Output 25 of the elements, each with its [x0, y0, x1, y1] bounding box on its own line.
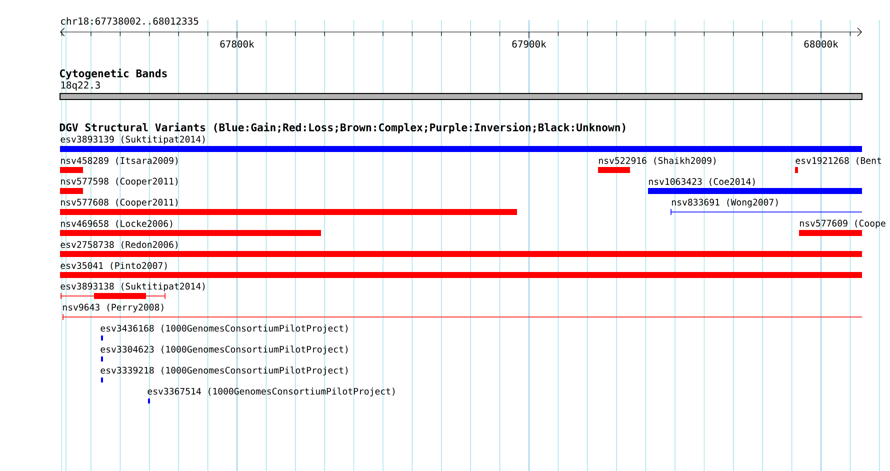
variant-label: nsv522916 (Shaikh2009) [599, 157, 716, 166]
variant-label: nsv9643 (Perry2008) [63, 304, 164, 312]
track-title: Cytogenetic Bands [60, 68, 167, 80]
variant-label: esv35041 (Pinto2007) [60, 262, 167, 270]
variant-label: nsv469658 (Locke2006) [61, 220, 172, 228]
variant-label: esv3304623 (1000GenomesConsortiumPilotProject) [100, 346, 348, 354]
track-label: 18q22.3 [61, 81, 100, 91]
variant-label: esv3436168 (1000GenomesConsortiumPilotProject) [100, 324, 348, 334]
variant-label: nsv577609 (Coope [800, 220, 886, 228]
tick-label: 68000k [804, 40, 838, 48]
variant-label: esv3339218 (1000GenomesConsortiumPilotProject) [100, 366, 348, 376]
variant-label: nsv458289 (Itsara2009) [61, 156, 178, 166]
track-label: chr18:67738002..68012335 [61, 17, 198, 25]
variant-label: esv3893139 (Suktitipat2014) [60, 136, 205, 144]
variant-label: nsv1063423 (Coe2014) [649, 178, 755, 186]
variant-label: esv2758738 (Redon2006) [60, 241, 178, 250]
variant-label: nsv833691 (Wong2007) [672, 198, 778, 208]
tick-label: 67800k [220, 40, 254, 48]
tick-label: 67900k [512, 40, 546, 48]
track-title: DGV Structural Variants (Blue:Gain;Red:Loss;Brown:Complex;Purple:Inversion;Black:Unknown) [60, 122, 626, 134]
variant-label: esv3367514 (1000GenomesConsortiumPilotProject) [148, 388, 395, 396]
variant-label: nsv577608 (Cooper2011) [61, 198, 178, 208]
variant-label: esv1921268 (Bent [796, 156, 882, 166]
variant-label: esv3893138 (Suktitipat2014) [60, 282, 205, 292]
variant-label: nsv577598 (Cooper2011) [61, 178, 178, 186]
